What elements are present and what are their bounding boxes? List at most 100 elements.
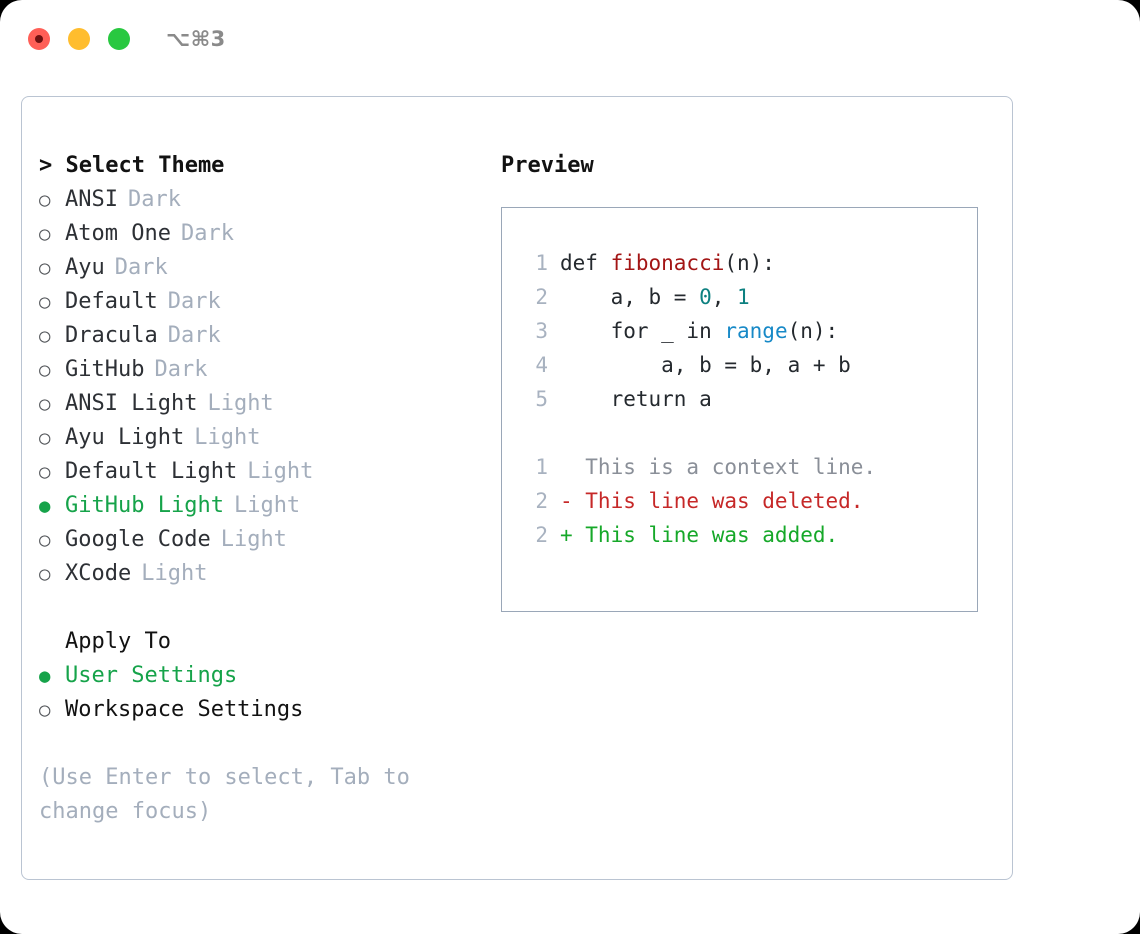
maximize-button[interactable]	[108, 28, 130, 50]
code-text: def fibonacci(n):	[560, 246, 775, 280]
apply-to-label: Workspace Settings	[65, 697, 304, 722]
title-bar: ⌥⌘3	[0, 0, 1140, 78]
preview-title: Preview	[501, 153, 594, 178]
apply-to-item[interactable]: ● User Settings	[39, 659, 479, 693]
select-theme-header: > Select Theme	[39, 153, 225, 178]
theme-category-tag: Light	[233, 493, 301, 518]
theme-category-tag: Dark	[114, 255, 168, 280]
close-button[interactable]	[28, 28, 50, 50]
code-token-call: range	[724, 319, 788, 343]
line-number: 2	[535, 285, 548, 309]
theme-list-item[interactable]: ○ Dracula Dark	[39, 319, 479, 353]
diff-line: 1 This is a context line.	[522, 450, 977, 484]
line-number: 2	[535, 523, 548, 547]
code-line: 2 a, b = 0, 1	[522, 280, 977, 314]
code-token-plain: (n):	[787, 319, 839, 343]
radio-unselected-icon: ○	[39, 699, 51, 721]
radio-unselected-icon: ○	[39, 529, 51, 551]
code-token-plain: ,	[711, 285, 738, 309]
radio-unselected-icon: ○	[39, 291, 51, 313]
line-number: 1	[535, 455, 548, 479]
theme-list-item[interactable]: ● GitHub Light Light	[39, 489, 479, 523]
diff-sample: 1 This is a context line.2- This line wa…	[522, 450, 977, 552]
theme-name: ANSI	[65, 187, 118, 212]
theme-name: Default Light	[65, 459, 238, 484]
radio-selected-icon: ●	[39, 495, 51, 517]
code-text: a, b = b, a + b	[560, 348, 851, 382]
apply-to-label: User Settings	[65, 663, 238, 688]
theme-category-tag: Light	[207, 391, 274, 416]
theme-name: Google Code	[65, 527, 211, 552]
radio-unselected-icon: ○	[39, 257, 51, 279]
radio-unselected-icon: ○	[39, 325, 51, 347]
code-token-num: 1	[737, 285, 750, 309]
line-number: 1	[535, 251, 548, 275]
line-number: 4	[535, 353, 548, 377]
diff-line: 2- This line was deleted.	[522, 484, 977, 518]
apply-to-list: ● User Settings ○ Workspace Settings	[39, 659, 479, 727]
code-token-plain: for _ in	[560, 319, 725, 343]
window-controls	[28, 28, 130, 50]
theme-category-tag: Dark	[167, 289, 221, 314]
diff-line: 2 + This line was added.	[522, 518, 977, 552]
theme-name: Default	[65, 289, 158, 314]
theme-category-tag: Light	[220, 527, 287, 552]
radio-selected-icon: ●	[39, 665, 51, 687]
code-token-plain: (n):	[724, 251, 775, 275]
theme-name: Dracula	[65, 323, 158, 348]
theme-name: Atom One	[65, 221, 171, 246]
line-number: 3	[535, 319, 548, 343]
theme-category-tag: Light	[141, 561, 208, 586]
diff-text-ctx: This is a context line.	[560, 455, 877, 479]
code-token-plain: a, b = b, a + b	[560, 353, 851, 377]
line-number: 5	[535, 387, 548, 411]
theme-name: GitHub Light	[65, 493, 224, 518]
theme-list-item[interactable]: ○ Default Light Light	[39, 455, 479, 489]
diff-text-del: - This line was deleted.	[560, 489, 864, 513]
radio-unselected-icon: ○	[39, 359, 51, 381]
radio-unselected-icon: ○	[39, 427, 51, 449]
code-token-plain: def	[560, 251, 611, 275]
code-token-plain: return a	[560, 387, 712, 411]
theme-list-item[interactable]: ○ Ayu Light Light	[39, 421, 479, 455]
theme-category-tag: Dark	[167, 323, 221, 348]
code-line: 3 for _ in range(n):	[522, 314, 977, 348]
theme-list-item[interactable]: ○ Google Code Light	[39, 523, 479, 557]
theme-category-tag: Light	[194, 425, 261, 450]
code-line: 1 def fibonacci(n):	[522, 246, 977, 280]
theme-name: GitHub	[65, 357, 145, 382]
radio-unselected-icon: ○	[39, 461, 51, 483]
radio-unselected-icon: ○	[39, 563, 51, 585]
code-token-fn: fibonacci	[610, 251, 725, 275]
code-line: 4 a, b = b, a + b	[522, 348, 977, 382]
code-token-num: 0	[699, 285, 712, 309]
theme-category-tag: Light	[247, 459, 314, 484]
apply-to-item[interactable]: ○ Workspace Settings	[39, 693, 479, 727]
theme-category-tag: Dark	[180, 221, 234, 246]
theme-name: Ayu Light	[65, 425, 185, 450]
list-spacer	[39, 591, 479, 625]
radio-unselected-icon: ○	[39, 189, 51, 211]
code-diff-separator	[522, 416, 977, 450]
minimize-button[interactable]	[68, 28, 90, 50]
keyboard-shortcut-label: ⌥⌘3	[166, 27, 226, 51]
apply-to-title: Apply To	[65, 629, 171, 654]
code-text: return a	[560, 382, 712, 416]
theme-list-item[interactable]: ○ Default Dark	[39, 285, 479, 319]
code-text: a, b = 0, 1	[560, 280, 750, 314]
diff-text-add: + This line was added.	[560, 523, 839, 547]
radio-unselected-icon: ○	[39, 393, 51, 415]
